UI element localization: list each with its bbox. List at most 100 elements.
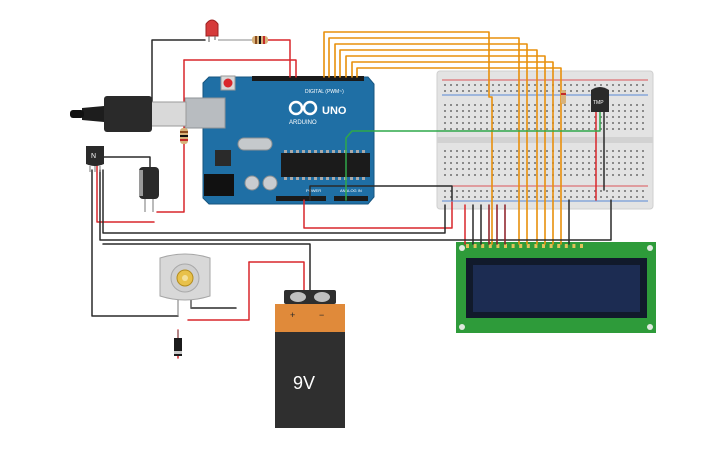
breadboard-hole bbox=[462, 90, 464, 92]
breadboard-hole bbox=[636, 128, 638, 130]
base-resistor[interactable] bbox=[180, 128, 188, 144]
breadboard-hole bbox=[570, 174, 572, 176]
breadboard-hole bbox=[510, 196, 512, 198]
breadboard-hole bbox=[612, 90, 614, 92]
lcd-pin bbox=[466, 244, 469, 248]
breadboard-hole bbox=[534, 174, 536, 176]
breadboard-hole bbox=[582, 150, 584, 152]
breadboard-hole bbox=[540, 84, 542, 86]
diode[interactable] bbox=[174, 330, 182, 356]
breadboard-hole bbox=[594, 116, 596, 118]
breadboard-hole bbox=[594, 156, 596, 158]
usb-port bbox=[184, 97, 226, 129]
breadboard-hole bbox=[492, 150, 494, 152]
breadboard-hole bbox=[570, 150, 572, 152]
breadboard-hole bbox=[474, 174, 476, 176]
breadboard-hole bbox=[582, 196, 584, 198]
breadboard-hole bbox=[534, 128, 536, 130]
atmega-chip bbox=[281, 153, 370, 177]
breadboard-hole bbox=[606, 156, 608, 158]
breadboard-hole bbox=[588, 168, 590, 170]
maroon-wires bbox=[488, 204, 506, 245]
temperature-sensor[interactable]: TMP bbox=[591, 87, 609, 112]
breadboard-hole bbox=[588, 174, 590, 176]
breadboard-hole bbox=[480, 190, 482, 192]
breadboard-hole bbox=[444, 104, 446, 106]
breadboard-hole bbox=[462, 162, 464, 164]
breadboard-hole bbox=[540, 150, 542, 152]
breadboard-hole bbox=[612, 162, 614, 164]
breadboard-hole bbox=[606, 122, 608, 124]
electrolytic-capacitor[interactable] bbox=[139, 167, 159, 212]
led-resistor[interactable] bbox=[218, 36, 268, 44]
breadboard-hole bbox=[534, 84, 536, 86]
breadboard-hole bbox=[612, 110, 614, 112]
breadboard-hole bbox=[516, 90, 518, 92]
breadboard-hole bbox=[492, 116, 494, 118]
breadboard-hole bbox=[498, 90, 500, 92]
lcd-pin bbox=[557, 244, 561, 248]
breadboard-hole bbox=[570, 104, 572, 106]
breadboard-hole bbox=[606, 174, 608, 176]
usb-cable-plug[interactable] bbox=[70, 96, 187, 132]
breadboard-hole bbox=[564, 156, 566, 158]
dc-motor[interactable] bbox=[159, 253, 211, 316]
breadboard-hole bbox=[576, 190, 578, 192]
breadboard-hole bbox=[570, 156, 572, 158]
breadboard-hole bbox=[528, 174, 530, 176]
breadboard-hole bbox=[444, 174, 446, 176]
chip-pin bbox=[314, 177, 317, 180]
breadboard-hole bbox=[480, 128, 482, 130]
breadboard-hole bbox=[504, 150, 506, 152]
breadboard-hole bbox=[462, 190, 464, 192]
battery-9v[interactable]: + − 9V bbox=[275, 290, 345, 428]
breadboard-hole bbox=[510, 90, 512, 92]
breadboard-hole bbox=[588, 162, 590, 164]
breadboard-resistor[interactable] bbox=[561, 90, 566, 104]
breadboard-hole bbox=[444, 156, 446, 158]
breadboard-hole bbox=[456, 168, 458, 170]
breadboard-hole bbox=[546, 116, 548, 118]
breadboard-hole bbox=[516, 128, 518, 130]
breadboard-hole bbox=[522, 162, 524, 164]
lcd-display[interactable] bbox=[456, 242, 656, 333]
breadboard-hole bbox=[582, 168, 584, 170]
breadboard-hole bbox=[492, 190, 494, 192]
breadboard-hole bbox=[528, 150, 530, 152]
breadboard-hole bbox=[468, 174, 470, 176]
breadboard-hole bbox=[516, 162, 518, 164]
breadboard-hole bbox=[504, 162, 506, 164]
breadboard-hole bbox=[492, 156, 494, 158]
breadboard-hole bbox=[480, 116, 482, 118]
breadboard-hole bbox=[594, 122, 596, 124]
breadboard-hole bbox=[570, 116, 572, 118]
breadboard-hole bbox=[600, 174, 602, 176]
breadboard-hole bbox=[456, 110, 458, 112]
red-led[interactable] bbox=[205, 19, 219, 42]
breadboard-hole bbox=[450, 84, 452, 86]
breadboard-hole bbox=[582, 116, 584, 118]
breadboard-hole bbox=[486, 156, 488, 158]
arduino-uno-board[interactable]: ARDUINO UNO DIGITAL (PWM~) POWER ANALOG … bbox=[184, 75, 375, 205]
breadboard-hole bbox=[558, 190, 560, 192]
breadboard-hole bbox=[516, 174, 518, 176]
breadboard-hole bbox=[558, 104, 560, 106]
breadboard-hole bbox=[480, 90, 482, 92]
breadboard-hole bbox=[444, 168, 446, 170]
breadboard-hole bbox=[522, 110, 524, 112]
reset-button[interactable] bbox=[223, 78, 233, 88]
chip-pin bbox=[350, 150, 353, 153]
breadboard-hole bbox=[612, 150, 614, 152]
breadboard-hole bbox=[558, 196, 560, 198]
green-sensor-wire bbox=[345, 109, 601, 201]
breadboard-hole bbox=[642, 122, 644, 124]
chip-pin bbox=[296, 150, 299, 153]
breadboard-hole bbox=[564, 84, 566, 86]
breadboard-hole bbox=[468, 190, 470, 192]
breadboard-hole bbox=[546, 90, 548, 92]
npn-transistor[interactable]: N bbox=[86, 146, 104, 172]
breadboard-hole bbox=[444, 122, 446, 124]
breadboard-hole bbox=[474, 104, 476, 106]
breadboard-hole bbox=[594, 162, 596, 164]
